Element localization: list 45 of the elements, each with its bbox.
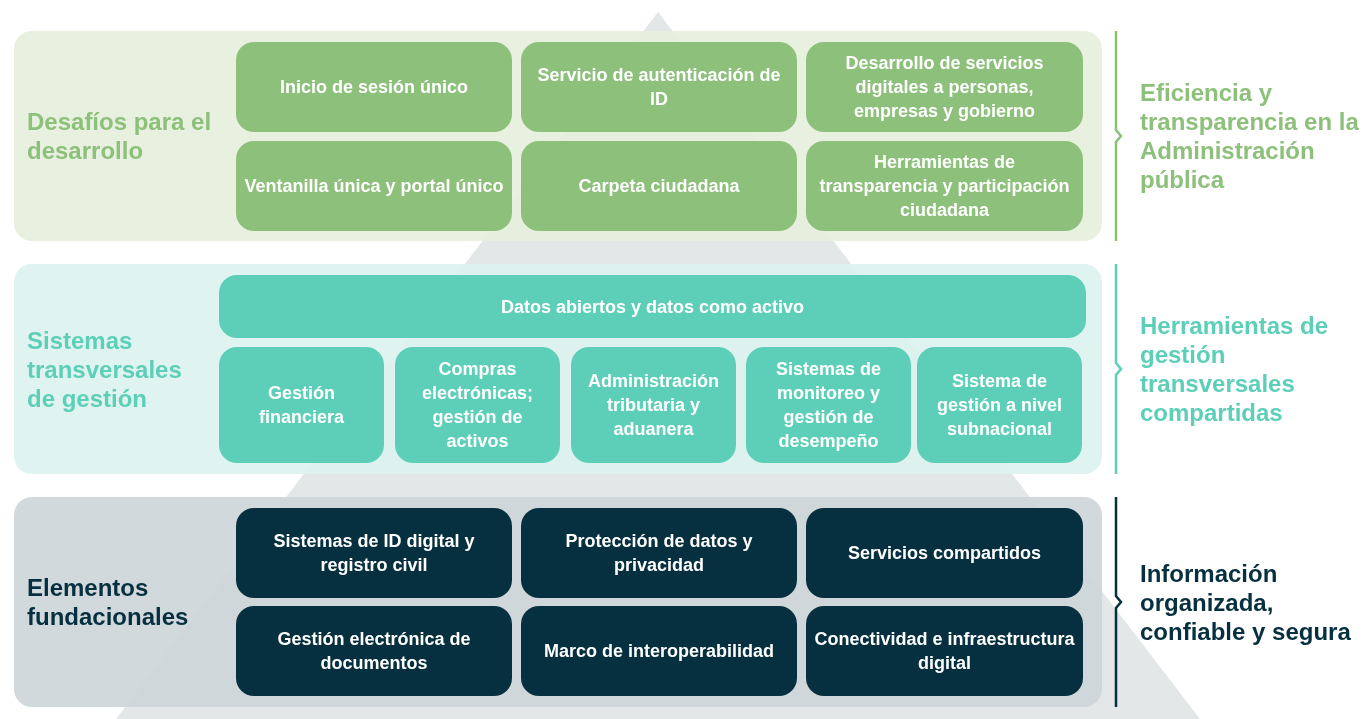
component-label: Inicio de sesión único [279, 76, 468, 99]
component-box [746, 347, 911, 463]
component-label: Servicios compartidos [847, 542, 1042, 565]
component-box [806, 508, 1083, 598]
layer-heading: Desafíos para el desarrollo [27, 107, 212, 165]
component-label: Herramientas de transparencia y participación ciudadana [818, 151, 1071, 222]
layer-outcome-text: Herramientas de gestión transversales compartidas [1140, 311, 1330, 427]
component-label: Compras electrónicas; gestión de activos [420, 358, 535, 453]
component-label: Sistema de gestión a nivel subnacional [935, 370, 1063, 441]
component-box [521, 42, 797, 132]
component-box [806, 606, 1083, 696]
component-box [236, 606, 512, 696]
layer-band [14, 497, 1102, 707]
component-box [521, 508, 797, 598]
component-label: Administración tributaria y aduanera [587, 370, 720, 441]
component-box [806, 42, 1083, 132]
layer-heading: Sistemas transversales de gestión [27, 325, 183, 413]
component-box [219, 347, 384, 463]
layer-band [14, 264, 1102, 474]
component-box [521, 606, 797, 696]
component-label: Ventanilla única y portal único [244, 175, 504, 198]
layer-outcome-text: Eficiencia y transparencia en la Administración pública [1140, 78, 1360, 194]
component-box [236, 42, 512, 132]
component-box [236, 141, 512, 231]
component-label: Conectividad e infraestructura digital [814, 628, 1075, 675]
component-label: Marco de interoperabilidad [543, 640, 774, 663]
layer-outcome-text: Información organizada, confiable y segura [1140, 558, 1352, 646]
component-label: Desarrollo de servicios digitales a personas, empresas y gobierno [844, 52, 1045, 123]
component-box [571, 347, 736, 463]
component-label: Servicio de autenticación de ID [536, 64, 782, 111]
component-box [521, 141, 797, 231]
component-box [219, 275, 1086, 338]
component-box [806, 141, 1083, 231]
component-box [917, 347, 1082, 463]
component-box [395, 347, 560, 463]
component-box [236, 508, 512, 598]
component-label: Carpeta ciudadana [578, 175, 740, 198]
component-label: Gestión electrónica de documentos [276, 628, 472, 675]
component-label: Protección de datos y privacidad [564, 530, 754, 577]
component-label: Sistemas de monitoreo y gestión de desempeño [774, 358, 883, 453]
component-label: Gestión financiera [257, 382, 345, 429]
layer-heading: Elementos fundacionales [27, 573, 190, 631]
layer-band [14, 31, 1102, 241]
component-label: Datos abiertos y datos como activo [500, 295, 805, 319]
component-label: Sistemas de ID digital y registro civil [272, 530, 476, 577]
